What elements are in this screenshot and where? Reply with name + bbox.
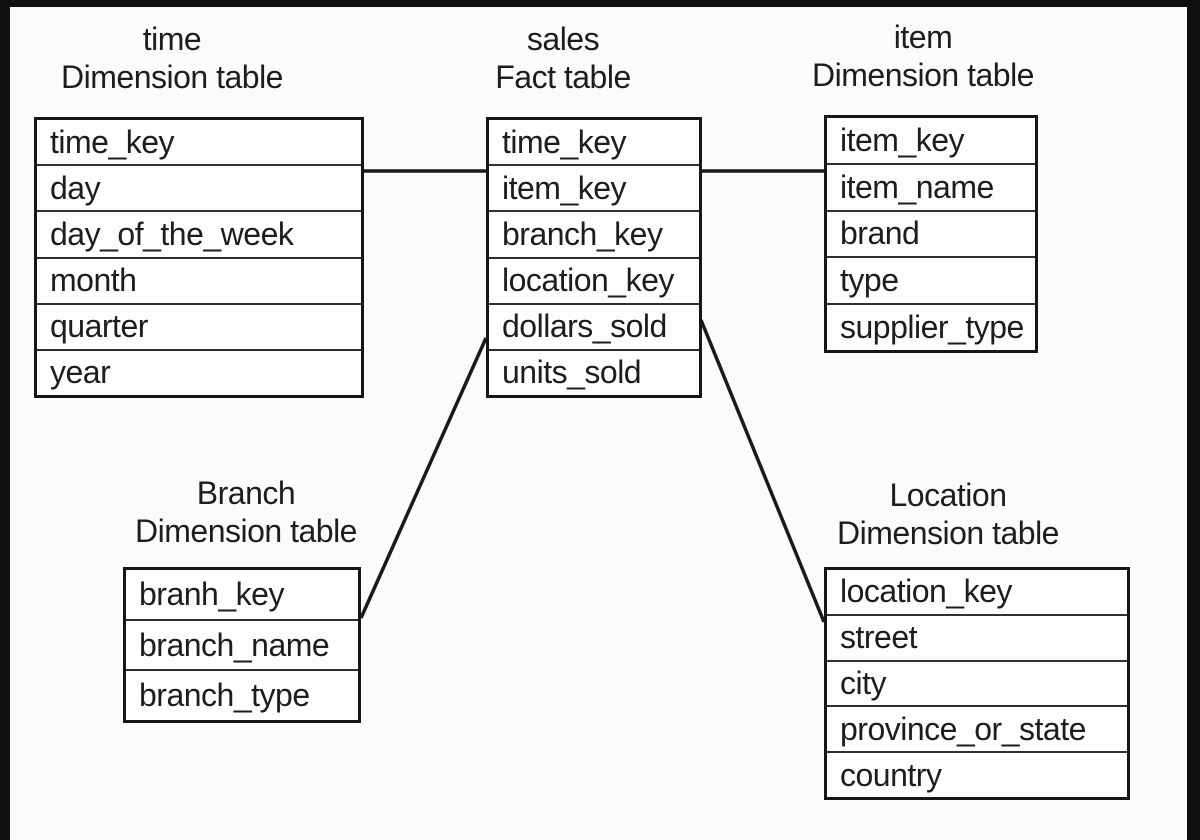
table-row: day <box>37 166 361 213</box>
table-type-label: Dimension table <box>812 57 1034 93</box>
table-row: year <box>50 354 111 391</box>
table-row: item_name <box>827 165 1035 212</box>
frame-left-bar <box>0 0 10 840</box>
item-table-title: item Dimension table <box>793 18 1053 94</box>
table-row: location_key <box>827 570 1127 616</box>
connector-sales-location <box>699 319 826 623</box>
sales-table-title: sales Fact table <box>433 20 693 96</box>
table-row: street <box>827 616 1127 662</box>
table-row: branh_key <box>126 570 358 621</box>
location-table-title: Location Dimension table <box>818 476 1078 552</box>
frame-right-bar <box>1187 0 1200 840</box>
table-name: Location <box>889 477 1007 513</box>
table-row: quarter <box>37 305 361 351</box>
table-row: brand <box>827 212 1035 259</box>
table-row: units_sold <box>502 354 642 391</box>
table-row: branch_key <box>489 212 699 259</box>
table-name: sales <box>526 21 600 57</box>
table-type-label: Fact table <box>495 59 631 95</box>
branch-table-title: Branch Dimension table <box>116 474 376 550</box>
table-name: time <box>142 21 202 57</box>
table-row: month <box>37 259 361 305</box>
table-row: day_of_the_week <box>37 212 361 259</box>
table-row: supplier_type <box>840 309 1024 346</box>
item-dimension-table: item_key item_name brand type supplier_t… <box>824 115 1038 353</box>
table-type-label: Dimension table <box>135 513 357 549</box>
time-table-title: time Dimension table <box>42 20 302 96</box>
table-row: country <box>840 756 942 793</box>
branch-dimension-table: branh_key branch_name branch_type <box>123 567 361 723</box>
frame-top-bar <box>0 0 1200 7</box>
table-row: time_key <box>489 120 699 167</box>
table-row: location_key <box>489 259 699 305</box>
table-row: time_key <box>37 120 361 167</box>
table-row: branch_name <box>126 621 358 672</box>
table-row: item_key <box>827 118 1035 165</box>
table-row: branch_type <box>139 677 310 714</box>
time-dimension-table: time_key day day_of_the_week month quart… <box>34 117 364 398</box>
table-type-label: Dimension table <box>837 515 1059 551</box>
table-type-label: Dimension table <box>61 59 283 95</box>
table-row: province_or_state <box>827 707 1127 754</box>
location-dimension-table: location_key street city province_or_sta… <box>824 567 1130 800</box>
table-name: item <box>893 19 953 55</box>
table-row: dollars_sold <box>489 305 699 351</box>
sales-fact-table: time_key item_key branch_key location_ke… <box>486 117 702 398</box>
connector-sales-branch <box>359 337 488 619</box>
table-name: Branch <box>196 475 296 511</box>
table-row: city <box>827 662 1127 708</box>
table-row: item_key <box>489 166 699 213</box>
table-row: type <box>827 258 1035 306</box>
